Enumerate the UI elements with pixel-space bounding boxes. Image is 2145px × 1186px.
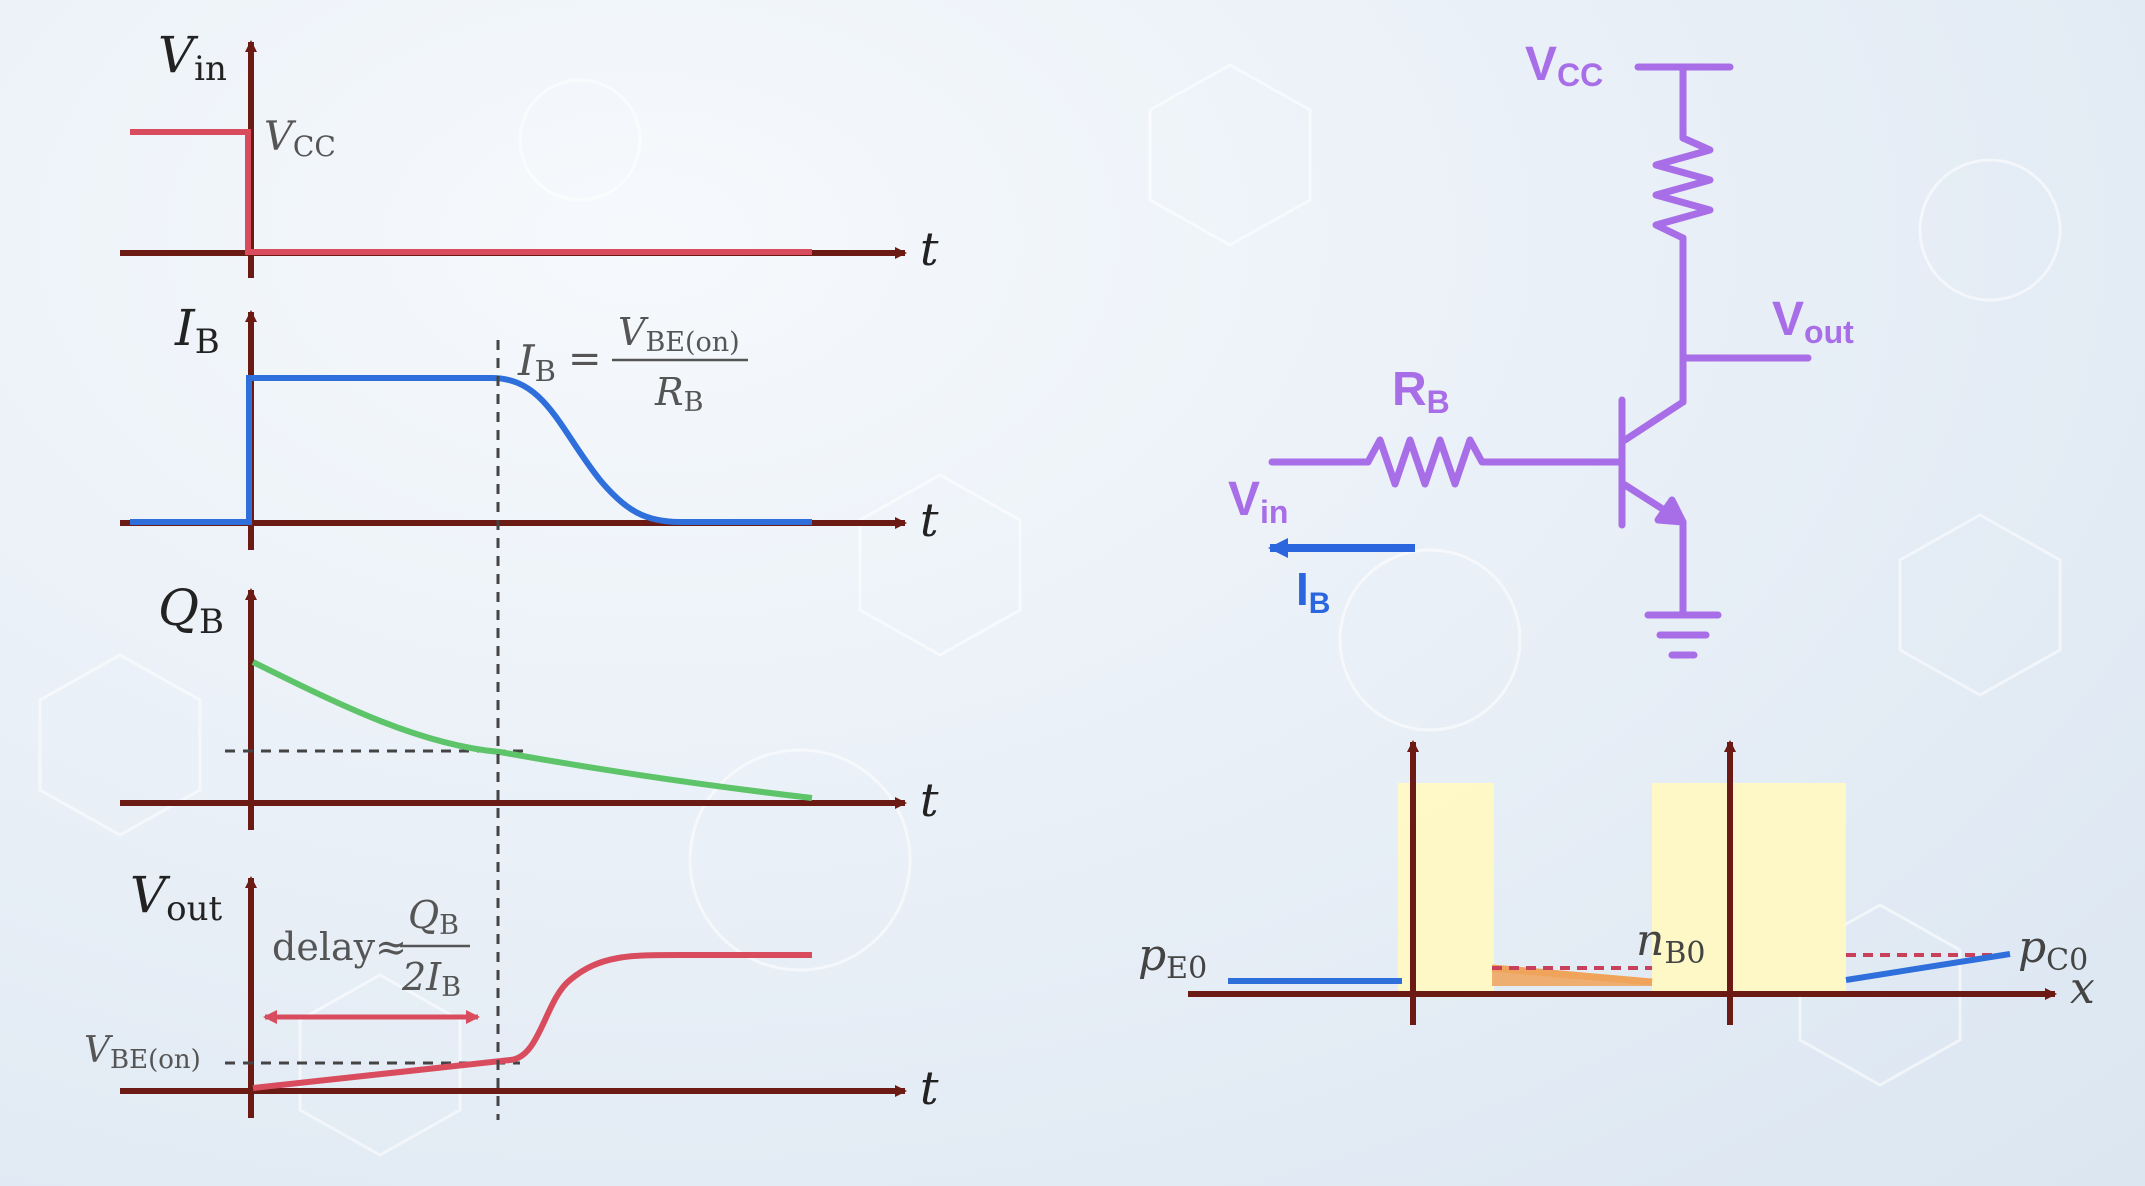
pe0-label: pE0: [1138, 930, 1207, 986]
base-resistor: [1364, 436, 1494, 488]
rb-label: RB: [1392, 363, 1450, 420]
emitter-arrow: [1654, 496, 1687, 526]
vout-y-label: Vout: [130, 866, 222, 929]
collector-lead: [1621, 398, 1687, 444]
ib-equation: IB = VBE(on) RB: [517, 310, 748, 418]
svg-text:=: =: [568, 336, 602, 382]
ib-plot: IB IB = VBE(on) RB t: [120, 299, 939, 550]
depletion-region-bc: [1652, 783, 1846, 991]
profile-x-label: x: [2070, 963, 2095, 1014]
qb-y-label: QB: [158, 579, 224, 642]
svg-text:QB: QB: [408, 893, 459, 941]
bjt-circuit: [1268, 63, 1812, 659]
vin-t-label: t: [920, 222, 939, 276]
svg-text:2IB: 2IB: [401, 955, 461, 1003]
svg-text:RB: RB: [654, 370, 703, 418]
svg-text:VBE(on): VBE(on): [618, 310, 740, 358]
vout-t-label: t: [920, 1061, 939, 1115]
collector-resistor: [1652, 134, 1714, 242]
nb0-label: nB0: [1636, 915, 1705, 971]
ib-label: IB: [1296, 563, 1330, 620]
vin-curve: [130, 129, 812, 255]
svg-text:IB: IB: [517, 336, 556, 388]
ib-curve: [130, 375, 812, 525]
vin-y-label: Vin: [158, 26, 227, 89]
circuit-labels: VCC Vout RB Vin IB: [1228, 38, 1854, 620]
ib-y-label: IB: [174, 299, 220, 362]
vout-label: Vout: [1772, 293, 1854, 350]
vin-plot: Vin VCC t: [120, 26, 939, 278]
pc0-line: [1845, 951, 2011, 983]
qb-curve: [251, 659, 813, 801]
vcc-label: VCC: [1525, 38, 1603, 93]
background-hexagons: [38, 63, 2062, 1157]
ib-t-label: t: [920, 493, 939, 547]
vout-curve: [252, 952, 812, 1091]
qb-plot: QB t: [120, 579, 939, 830]
vin-label: Vin: [1228, 473, 1288, 530]
qb-t-label: t: [920, 773, 939, 827]
vin-level-label: VCC: [264, 114, 336, 163]
carrier-profile: pE0 nB0 pC0 x: [1138, 740, 2095, 1025]
delay-equation: delay≈ QB 2IB: [272, 893, 470, 1003]
vout-level-label: VBE(on): [84, 1030, 201, 1075]
pc0-label: pC0: [2018, 922, 2088, 978]
nb0-line: [1491, 964, 1653, 986]
svg-text:delay≈: delay≈: [272, 925, 407, 969]
vout-plot: Vout delay≈ QB 2IB VBE(on) t: [84, 866, 939, 1118]
